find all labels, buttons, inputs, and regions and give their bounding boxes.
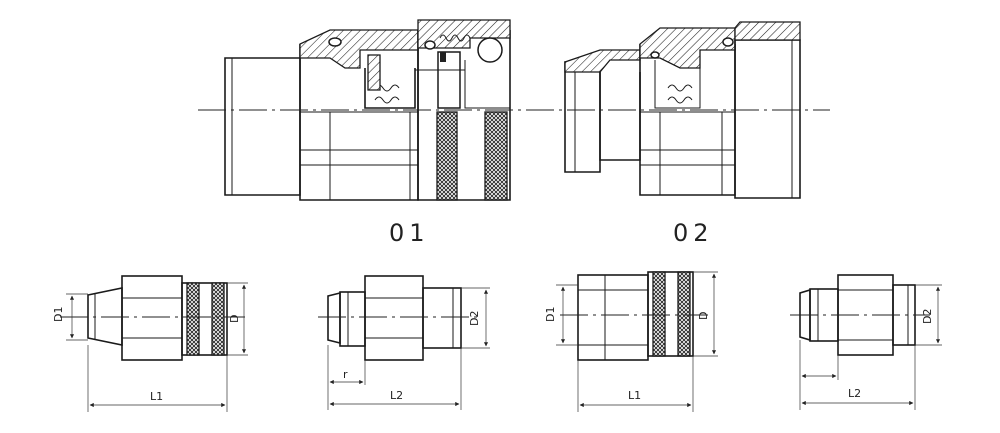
plug-elevation-1: D2 r L2	[318, 275, 490, 410]
dim-d2-b: D2	[921, 309, 934, 324]
dim-d1-b: D1	[544, 307, 557, 322]
dim-l2-b: L2	[848, 387, 861, 400]
dim-l1-b: L1	[628, 389, 641, 402]
dim-l2-a: L2	[390, 389, 403, 402]
plug-section-view	[564, 21, 801, 199]
caption-01: 01	[389, 219, 430, 247]
caption-02: 02	[673, 219, 714, 247]
socket-elevation-2: D1 D L1	[544, 271, 718, 412]
socket-section-view	[224, 19, 511, 201]
plug-elevation-2: D2 L2	[790, 274, 942, 410]
socket-elevation-1: D1 D L1	[52, 275, 248, 412]
dim-r: r	[343, 368, 348, 381]
dim-d1: D1	[52, 307, 65, 322]
dim-d: D	[228, 315, 241, 323]
locking-ball	[477, 37, 503, 63]
dim-d-b: D	[697, 312, 710, 320]
dim-l1: L1	[150, 390, 163, 403]
dim-d2-a: D2	[468, 311, 481, 326]
